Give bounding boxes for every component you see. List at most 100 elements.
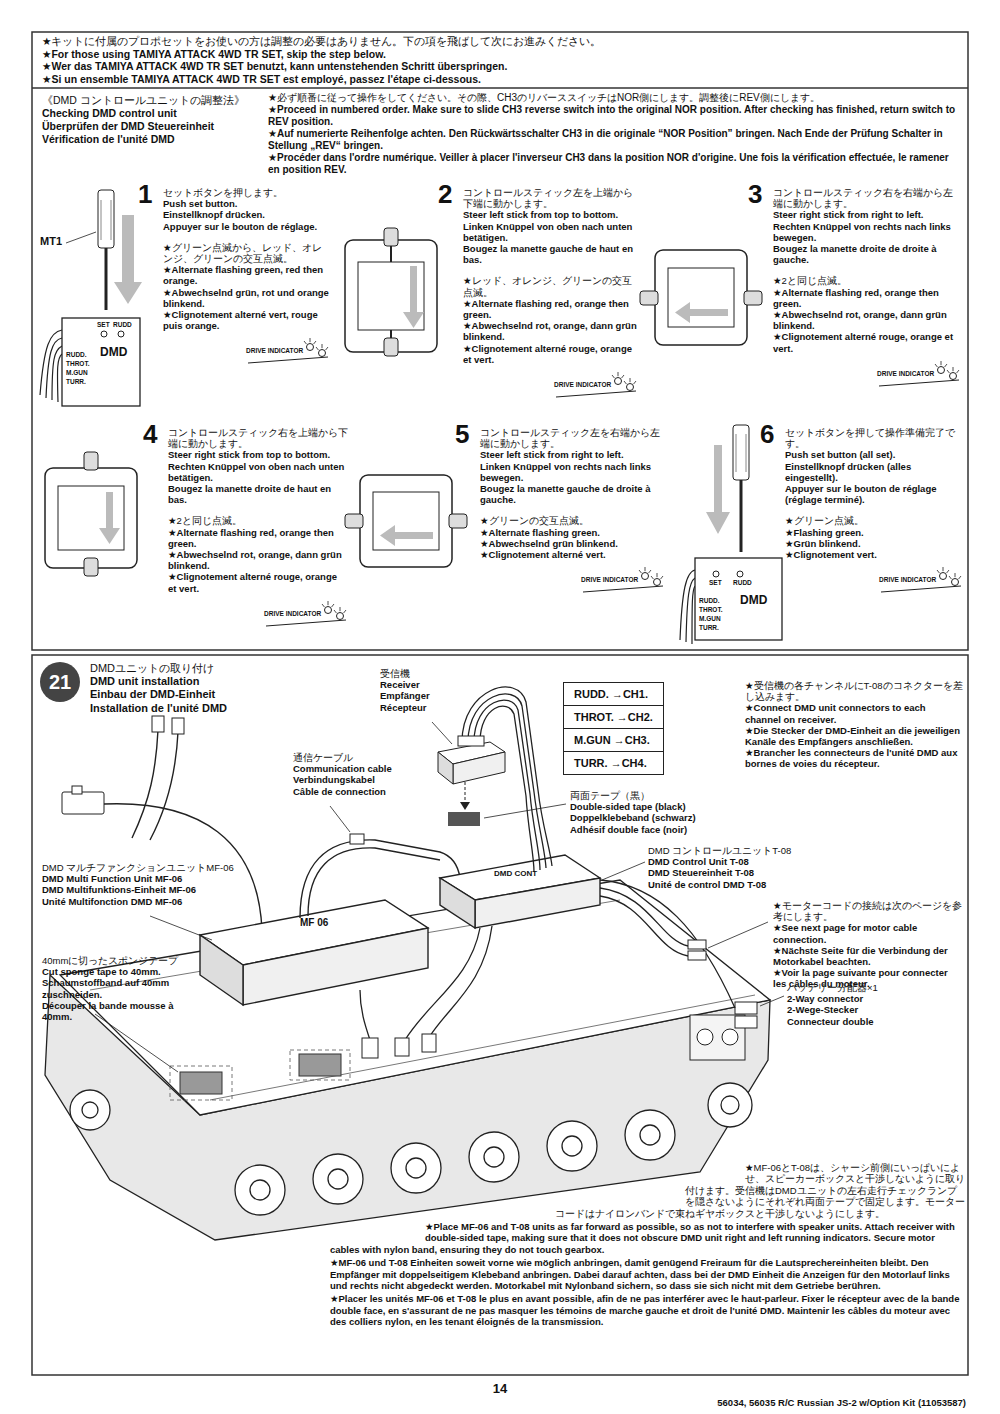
step-instruction: Bougez la manette droite de haut en bas. xyxy=(168,483,348,505)
led-ray xyxy=(649,570,651,573)
led-ray xyxy=(955,573,956,577)
step-instruction: ★2と同じ点滅。 xyxy=(168,515,348,526)
table-cell: TURR. →CH4. xyxy=(564,752,663,774)
led-ray xyxy=(657,573,658,577)
led-ray xyxy=(622,375,624,378)
table-cell: THROT. →CH2. xyxy=(564,706,663,729)
led-ray xyxy=(340,607,341,611)
text-group: DMDユニットの取り付けDMD unit installationEinbau … xyxy=(90,662,300,715)
unit-marking: SET xyxy=(97,322,110,329)
instruction-note: ★必ず順番に従って操作をしてください。その際、CH3のリバーススイッチはNOR側… xyxy=(268,92,960,104)
led xyxy=(615,378,622,385)
part-label: DMD Steuereinheit T-08 xyxy=(648,867,798,878)
part-label: Unité Multifonction DMD MF-06 xyxy=(42,896,242,907)
led xyxy=(325,607,332,614)
led xyxy=(319,350,326,357)
led-ray xyxy=(314,341,316,344)
led-ray xyxy=(941,361,942,365)
unit-marking: RUDD xyxy=(733,580,752,587)
text-group: 両面テープ（黒）Double-sided tape (black)Doppelk… xyxy=(570,790,740,835)
wrap-spacer xyxy=(330,1216,425,1234)
part-label: Receiver xyxy=(380,679,456,690)
part-label: 通信ケーブル xyxy=(293,752,433,763)
step-text: コントロールスティック右を右端から左端に動かします。Steer right st… xyxy=(773,187,961,354)
part-label: Unité de control DMD T-08 xyxy=(648,879,798,890)
text-group: DMD マルチファンクションユニットMF-06DMD Multi Functio… xyxy=(42,862,242,907)
assembly-note: ★Place MF-06 and T-08 units as far forwa… xyxy=(330,1221,965,1255)
step-instruction: Rechten Knüppel von oben nach unten betä… xyxy=(168,461,348,483)
part-label: Câble de connection xyxy=(293,786,433,797)
led xyxy=(940,573,947,580)
led-ray xyxy=(344,610,346,613)
step-instruction: Linken Knüppel von oben nach unten betät… xyxy=(463,221,638,243)
assembly-note: ★MF-06とT-08は、シャーシ前側にいっぱいによせ、スピーカーボックスと干渉… xyxy=(330,1162,965,1219)
step-number: 5 xyxy=(455,421,469,447)
part-label: Doppelklebeband (schwarz) xyxy=(570,812,740,823)
step-instruction: ★レッド、オレンジ、グリーンの交互点滅。 xyxy=(463,275,638,297)
led-ray xyxy=(645,567,646,571)
page-number: 14 xyxy=(0,1382,1000,1395)
step-instruction: ★Alternate flashing red, orange then gre… xyxy=(168,527,348,549)
led-ray xyxy=(947,570,949,573)
led-ray xyxy=(937,570,939,573)
tool-label: MT1 xyxy=(40,236,62,247)
led-ray xyxy=(304,341,306,344)
step-instruction: Einstellknopf drücken. xyxy=(163,209,330,220)
led xyxy=(307,344,314,351)
step-instruction: Steer left stick from top to bottom. xyxy=(463,209,638,220)
step-text: セットボタンを押します。Push set button.Einstellknop… xyxy=(163,187,330,331)
text-group: ★モーターコードの接続は次のページを参考にします。★See next page … xyxy=(773,900,963,990)
led-ray xyxy=(326,347,328,350)
part-label: DMD Control Unit T-08 xyxy=(648,856,798,867)
footer-text: 56034, 56035 R/C Russian JS-2 w/Option K… xyxy=(500,1398,966,1408)
step-title: DMD unit installation xyxy=(90,675,300,688)
step-instruction: ★Grün blinkend. xyxy=(785,538,963,549)
indicator-label: DRIVE INDICATOR xyxy=(879,577,936,584)
part-label: 2-Way connector xyxy=(787,993,957,1004)
step-instruction: Steer left stick from right to left. xyxy=(480,449,665,460)
step-instruction: ★Alternate flashing red, orange then gre… xyxy=(463,298,638,320)
part-label: Verbindungskabel xyxy=(293,774,433,785)
callout-note: ★受信機の各チャンネルにT-08のコネクターを差し込みます。 xyxy=(745,680,963,702)
step-instruction: ★グリーン点滅。 xyxy=(785,515,963,526)
step-title: Installation de l'unité DMD xyxy=(90,702,300,715)
step-text: コントロールスティック右を上端から下端に動かします。Steer right st… xyxy=(168,427,348,594)
step-instruction: ★2と同じ点滅。 xyxy=(773,275,961,286)
header-note: ★Wer das TAMIYA ATTACK 4WD TR SET benutz… xyxy=(42,60,962,73)
step-instruction: ★Alternate flashing red, orange then gre… xyxy=(773,287,961,309)
unit-marking: RUDD. xyxy=(66,352,87,359)
step-instruction: Rechten Knüppel von rechts nach links be… xyxy=(773,221,961,243)
step-instruction: Bougez la manette droite de droite à gau… xyxy=(773,243,961,265)
led-ray xyxy=(957,370,959,373)
unit-marking: M.GUN xyxy=(699,616,721,623)
step-instruction: Bougez la manette gauche de haut en bas. xyxy=(463,243,638,265)
part-label: Double-sided tape (black) xyxy=(570,801,740,812)
unit-marking: RUDD xyxy=(113,322,132,329)
part-label: バッテリー分配器×1 xyxy=(787,982,957,993)
part-label: Schaumstoffband auf 40mm zuschneiden. xyxy=(42,977,192,999)
step-instruction: Bougez la manette gauche de droite à gau… xyxy=(480,483,665,505)
unit-marking: THROT. xyxy=(699,607,722,614)
part-label: 2-Wege-Stecker xyxy=(787,1004,957,1015)
led-ray xyxy=(630,378,631,382)
text-group: バッテリー分配器×12-Way connector2-Wege-SteckerC… xyxy=(787,982,957,1027)
step-instruction: コントロールスティック右を上端から下端に動かします。 xyxy=(168,427,348,449)
step-instruction: ★グリーン点滅から、レッド、オレンジ、グリーンの交互点滅。 xyxy=(163,242,330,264)
unit-marking: TURR. xyxy=(699,625,719,632)
step-title: DMDユニットの取り付け xyxy=(90,662,300,675)
led-ray xyxy=(332,604,334,607)
part-label: DMD コントロールユニットT-08 xyxy=(648,845,798,856)
unit-edge xyxy=(879,380,959,386)
led-ray xyxy=(935,364,937,367)
unit-marking: M.GUN xyxy=(66,370,88,377)
header-note: ★キットに付属のプロポセットをお使いの方は調整の必要はありません。下の項を飛ばし… xyxy=(42,35,962,48)
wrap-spacer xyxy=(330,1180,685,1198)
instruction-note: ★Auf numerierte Reihenfolge achten. Den … xyxy=(268,128,960,152)
unit-marking: SET xyxy=(709,580,722,587)
unit-marking: THROT. xyxy=(66,361,89,368)
step-instruction: Appuyer sur le bouton de réglage. xyxy=(163,221,330,232)
unit-edge xyxy=(248,357,328,363)
step-instruction: ★グリーンの交互点滅。 xyxy=(480,515,665,526)
step-instruction: Push set button (all set). xyxy=(785,449,963,460)
step-instruction: ★Abwechselnd grün, rot und orange blinke… xyxy=(163,287,330,309)
